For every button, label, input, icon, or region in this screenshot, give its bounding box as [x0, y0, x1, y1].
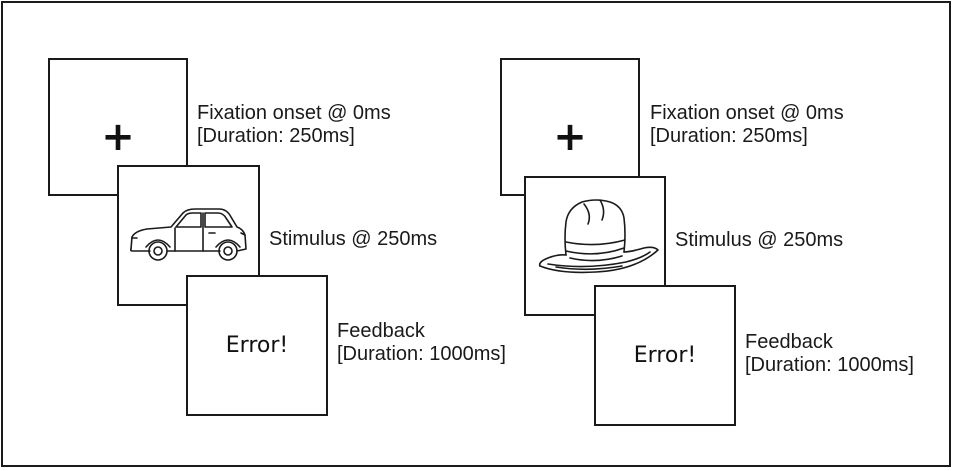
left-stimulus-label: Stimulus @ 250ms — [269, 228, 437, 251]
feedback-duration-text: [Duration: 1000ms] — [337, 343, 506, 365]
stimulus-onset-text: Stimulus @ 250ms — [269, 228, 438, 250]
fixation-cross: + — [553, 114, 587, 160]
right-feedback-label: Feedback [Duration: 1000ms] — [745, 331, 914, 377]
hat-image — [538, 199, 659, 274]
fixation-duration-text: [Duration: 250ms] — [197, 125, 355, 147]
left-feedback-label: Feedback [Duration: 1000ms] — [337, 320, 506, 366]
right-fixation-screen: + — [500, 58, 640, 196]
right-fixation-label: Fixation onset @ 0ms [Duration: 250ms] — [650, 102, 844, 148]
fixation-onset-text: Fixation onset @ 0ms — [197, 102, 391, 124]
right-stimulus-label: Stimulus @ 250ms — [675, 229, 843, 252]
left-fixation-label: Fixation onset @ 0ms [Duration: 250ms] — [197, 102, 391, 148]
car-image — [129, 208, 247, 261]
feedback-title-text: Feedback — [745, 331, 833, 353]
feedback-title-text: Feedback — [337, 320, 425, 342]
left-feedback-screen: Error! — [186, 275, 328, 416]
fixation-onset-text: Fixation onset @ 0ms — [650, 102, 844, 124]
feedback-message: Error! — [633, 343, 697, 368]
right-feedback-screen: Error! — [594, 285, 736, 426]
feedback-duration-text: [Duration: 1000ms] — [745, 354, 914, 376]
feedback-message: Error! — [225, 333, 289, 358]
fixation-cross: + — [101, 114, 135, 160]
stimulus-onset-text: Stimulus @ 250ms — [675, 229, 844, 251]
fixation-duration-text: [Duration: 250ms] — [650, 125, 808, 147]
